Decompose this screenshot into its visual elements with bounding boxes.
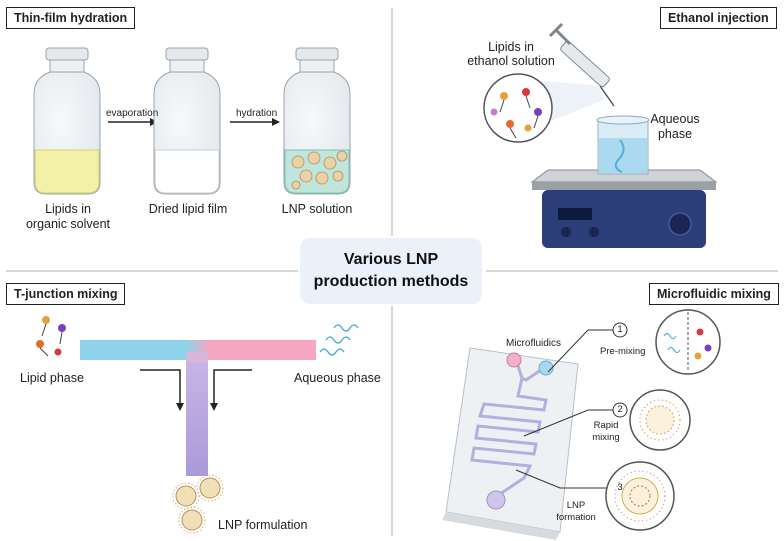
label-hydration: hydration — [236, 108, 278, 119]
hydration-arrow — [230, 118, 280, 126]
label-lnp-solution: LNP solution — [281, 202, 353, 216]
step1-number: 1 — [617, 324, 623, 335]
label-lipids-in-ethanol-2: ethanol solution — [467, 54, 555, 68]
label-aqueous: Aqueous — [650, 112, 700, 126]
label-formation: formation — [556, 512, 596, 523]
center-title-box: Various LNP production methods — [300, 238, 482, 304]
label-organic-solvent: organic solvent — [25, 217, 111, 231]
t-junction-heading: T-junction mixing — [6, 283, 126, 305]
magnifier-premixing — [655, 309, 721, 375]
aqueous-strands — [319, 324, 359, 356]
label-phase: phase — [657, 127, 693, 141]
label-lipid-phase: Lipid phase — [20, 371, 84, 385]
label-pre-mixing: Pre-mixing — [600, 346, 646, 357]
thin-film-heading: Thin-film hydration — [6, 7, 136, 29]
magnifier-lnp-formation — [605, 461, 675, 531]
label-rapid: Rapid — [593, 420, 619, 431]
label-lipids-in-ethanol-1: Lipids in — [488, 40, 534, 54]
callout-lines — [515, 329, 620, 489]
lipid-molecules-tjunction — [36, 316, 66, 357]
center-title-line1: Various LNP — [343, 251, 439, 268]
vial-lnp-solution — [283, 47, 351, 195]
beaker-aqueous-phase — [596, 115, 650, 175]
magnifier-rapid-mixing — [629, 389, 691, 451]
microfluidic-chip — [442, 347, 579, 540]
lipid-ethanol-magnifier — [483, 73, 604, 143]
ethanol-heading: Ethanol injection — [660, 7, 777, 29]
vial-dried-lipid-film — [153, 47, 221, 195]
lipid-molecules-ethanol — [490, 88, 542, 139]
label-lipids-in: Lipids in — [45, 202, 91, 216]
microfluidic-heading: Microfluidic mixing — [649, 283, 779, 305]
hotplate-stirrer — [530, 169, 718, 248]
vial-lipids-in-solvent — [33, 47, 101, 195]
label-lnp-formulation: LNP formulation — [218, 518, 308, 532]
label-aqueous-phase: Aqueous phase — [294, 371, 381, 385]
step3-number: 3 — [617, 482, 623, 493]
label-dried-lipid-film: Dried lipid film — [148, 202, 228, 216]
label-evaporation: evaporation — [106, 108, 159, 119]
label-microfluidics: Microfluidics — [506, 338, 562, 349]
step2-number: 2 — [617, 404, 623, 415]
label-lnp: LNP — [566, 500, 586, 511]
center-title-line2: production methods — [313, 273, 469, 290]
lnp-particles — [172, 474, 224, 534]
label-mixing: mixing — [592, 432, 620, 443]
t-junction-channel — [80, 340, 316, 476]
evaporation-arrow — [108, 118, 158, 126]
syringe-ethanol — [548, 22, 615, 107]
flow-arrows — [140, 369, 252, 411]
quadrant-dividers — [6, 8, 778, 536]
